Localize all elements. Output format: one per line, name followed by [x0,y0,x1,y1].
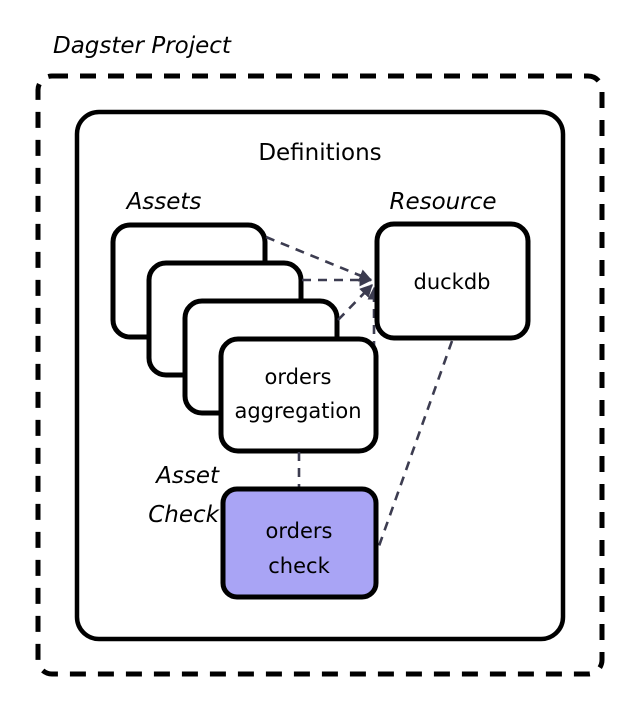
dagster-project-boundary [35,73,605,677]
resource-duckdb-label: duckdb [413,270,490,294]
asset-check-group-label-line2: Check [148,502,220,528]
dagster-project-label: Dagster Project [53,33,232,59]
definitions-label: Definitions [258,140,381,166]
asset-check-group-label-line1: Asset [154,463,220,489]
connector-asset3-to-duckdb [337,284,373,321]
asset-orders-aggregation-label-line2: aggregation [234,399,361,423]
asset-card-orders-aggregation[interactable] [218,336,379,454]
asset-check-node-orders-check[interactable] [220,486,379,600]
assets-group-label: Assets [125,189,202,215]
asset-check-orders-check-label-line2: check [268,554,330,578]
asset-check-orders-check-label-line1: orders [266,519,333,543]
connector-duckdb-to-check [377,340,454,547]
asset-orders-aggregation-label-line1: orders [265,365,332,389]
connector-asset1-to-duckdb [265,235,373,282]
resource-group-label: Resource [389,189,496,215]
resource-node-duckdb[interactable] [374,221,531,341]
